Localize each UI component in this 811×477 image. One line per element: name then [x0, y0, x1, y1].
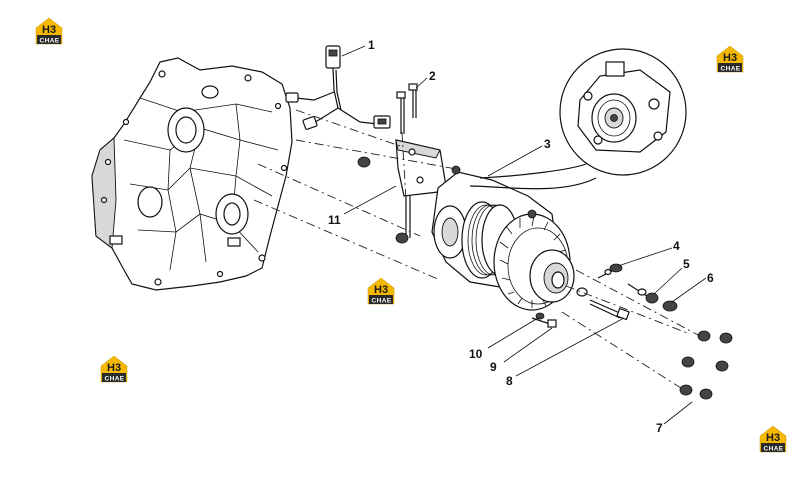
callout-5: 5	[683, 257, 690, 271]
callout-9: 9	[490, 360, 497, 374]
callout-2: 2	[429, 69, 436, 83]
svg-text:CHAE: CHAE	[764, 446, 784, 453]
svg-text:CHAE: CHAE	[372, 298, 392, 305]
callout-4: 4	[673, 239, 680, 253]
leader-lines	[341, 45, 707, 425]
watermark-logo: H3 CHAE	[100, 355, 128, 383]
svg-text:H3: H3	[107, 362, 121, 374]
svg-text:H3: H3	[723, 52, 737, 64]
watermark-logo: H3 CHAE	[367, 277, 395, 305]
svg-text:H3: H3	[374, 284, 388, 296]
svg-text:CHAE: CHAE	[721, 66, 741, 73]
callout-1: 1	[368, 38, 375, 52]
svg-text:CHAE: CHAE	[40, 38, 60, 45]
bracket-bolts	[396, 83, 418, 134]
alternator-assembly	[431, 165, 575, 311]
watermark-logo: H3 CHAE	[35, 17, 63, 45]
engine-front-cover	[91, 57, 293, 291]
watermark-logo: H3 CHAE	[716, 45, 744, 73]
callout-11: 11	[328, 213, 341, 227]
svg-text:CHAE: CHAE	[105, 376, 125, 383]
callout-8: 8	[506, 374, 513, 388]
svg-text:H3: H3	[766, 432, 780, 444]
callout-labels: 1 2 3 4 5 6 7 8 9 10 11	[328, 38, 714, 435]
callout-3: 3	[544, 137, 551, 151]
callout-6: 6	[707, 271, 714, 285]
detail-inset	[469, 48, 687, 190]
assembly-centre-lines	[253, 109, 701, 391]
callout-7: 7	[656, 421, 663, 435]
wiring-harness	[285, 45, 391, 130]
callout-10: 10	[469, 347, 483, 361]
fasteners	[531, 263, 733, 400]
svg-text:H3: H3	[42, 24, 56, 36]
watermark-logo: H3 CHAE	[759, 425, 787, 453]
